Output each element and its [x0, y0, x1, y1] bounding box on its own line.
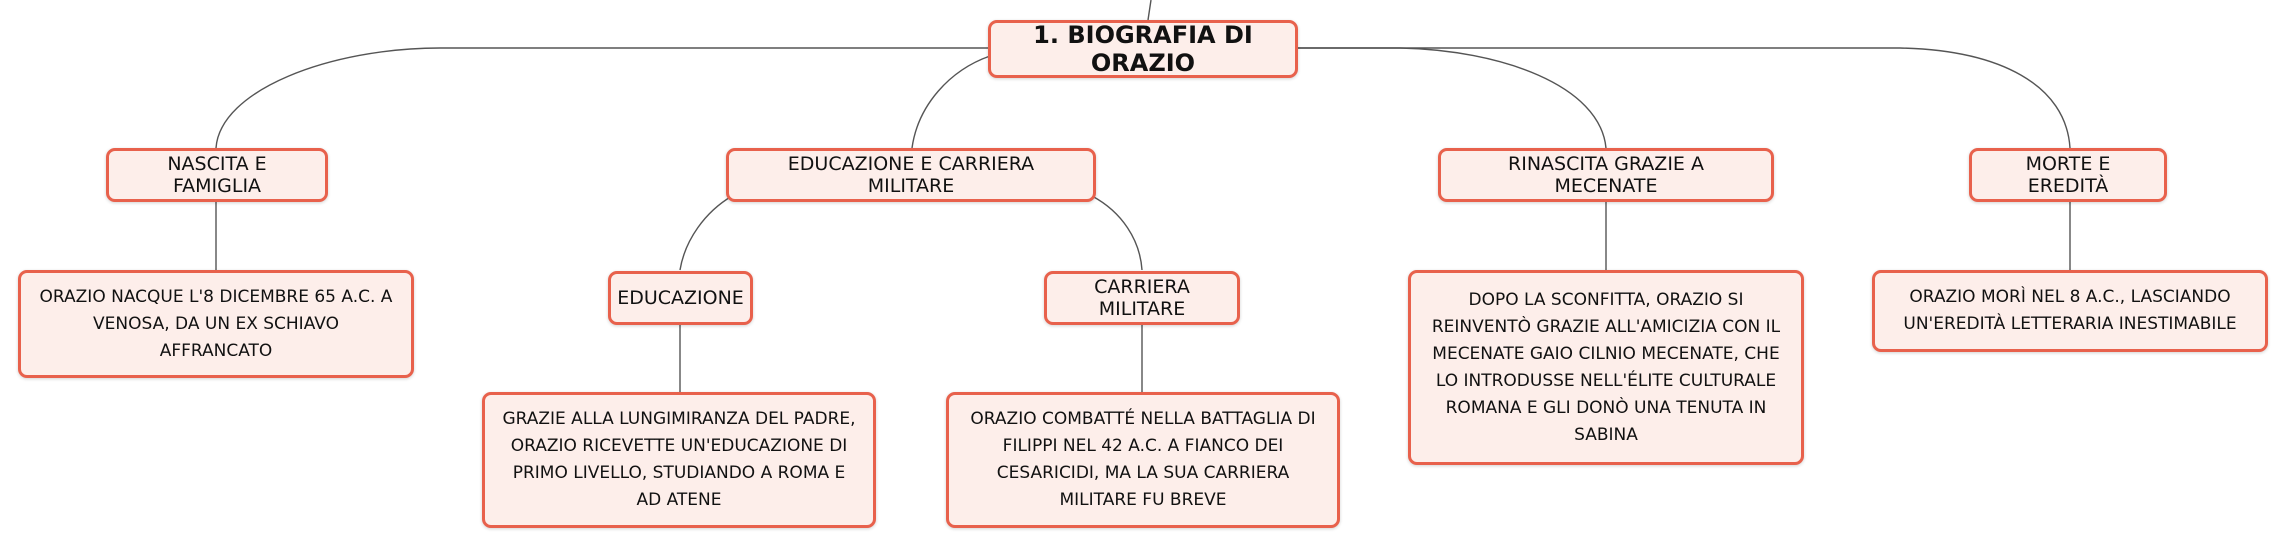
node-morte-e-eredita[interactable]: MORTE E EREDITÀ — [1969, 148, 2167, 202]
detail-carriera-militare[interactable]: ORAZIO COMBATTÉ NELLA BATTAGLIA DI FILIP… — [946, 392, 1340, 528]
node-nascita-e-famiglia[interactable]: NASCITA E FAMIGLIA — [106, 148, 328, 202]
connector-root-rinascita — [1296, 47, 1607, 149]
connector-parent-root — [1147, 0, 1152, 21]
node-carriera-militare[interactable]: CARRIERA MILITARE — [1044, 271, 1240, 325]
detail-educazione[interactable]: GRAZIE ALLA LUNGIMIRANZA DEL PADRE, ORAZ… — [482, 392, 876, 528]
detail-nascita[interactable]: ORAZIO NACQUE L'8 DICEMBRE 65 A.C. A VEN… — [18, 270, 414, 378]
node-educazione-e-carriera-militare[interactable]: EDUCAZIONE E CARRIERA MILITARE — [726, 148, 1096, 202]
root-node[interactable]: 1. BIOGRAFIA DI ORAZIO — [988, 20, 1298, 78]
node-educazione[interactable]: EDUCAZIONE — [608, 271, 753, 325]
connector-root-educazione-carriera — [911, 55, 991, 149]
connector-ec-educazione — [679, 195, 733, 271]
node-rinascita-grazie-a-mecenate[interactable]: RINASCITA GRAZIE A MECENATE — [1438, 148, 1774, 202]
detail-morte[interactable]: ORAZIO MORÌ NEL 8 A.C., LASCIANDO UN'ERE… — [1872, 270, 2268, 352]
detail-rinascita[interactable]: DOPO LA SCONFITTA, ORAZIO SI REINVENTÒ G… — [1408, 270, 1804, 465]
connector-root-nascita — [215, 47, 990, 149]
connector-ec-carriera — [1091, 195, 1143, 271]
connector-root-morte — [1296, 47, 2071, 149]
